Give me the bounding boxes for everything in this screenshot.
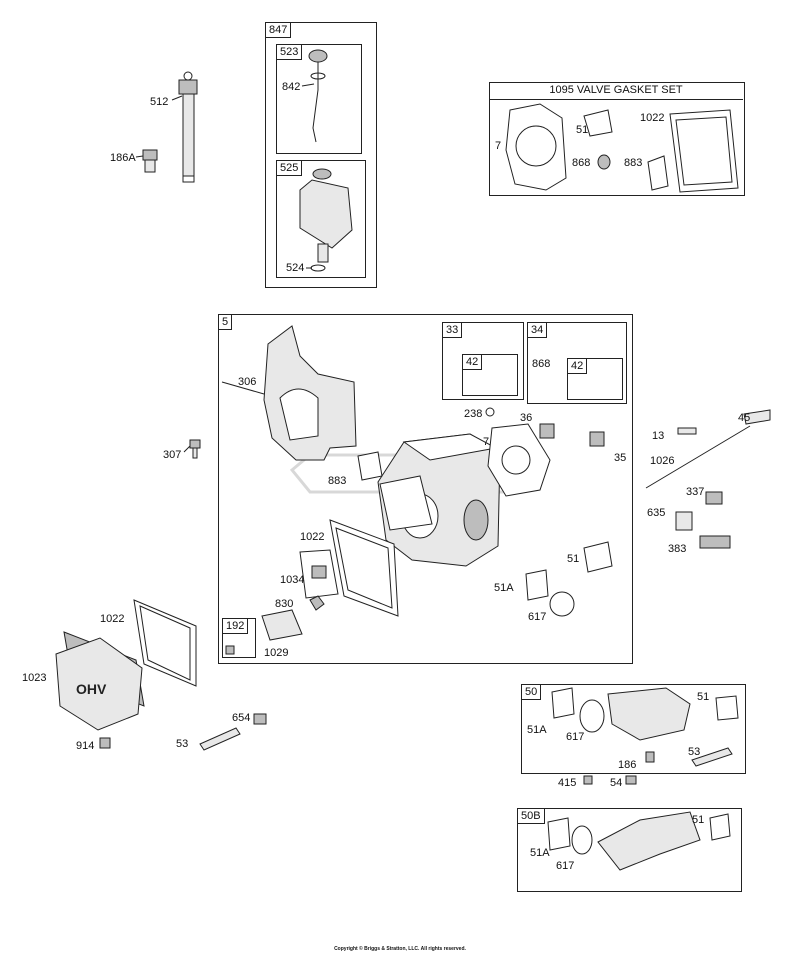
group-847-tag: 847 (265, 22, 292, 38)
label-1023: 1023 (22, 672, 47, 684)
label-186a: 186A (110, 152, 136, 164)
cylinder-head-part (377, 433, 501, 567)
label-1022: 1022 (300, 531, 325, 543)
label-cover-gasket-1022: 1022 (100, 613, 125, 625)
intake-manifold-50-parts (551, 687, 739, 785)
label-883: 883 (328, 475, 347, 487)
label-51: 51 (567, 553, 580, 565)
bolt-part (189, 439, 201, 459)
label-868: 868 (532, 358, 551, 370)
label-306: 306 (238, 376, 257, 388)
dipstick-part (308, 49, 328, 143)
group-525-tag: 525 (276, 160, 303, 176)
label-13: 13 (652, 430, 665, 442)
air-guide-part (263, 325, 357, 461)
cover-gasket-part (329, 519, 399, 617)
breather-parts (225, 549, 339, 655)
label-830: 830 (275, 598, 294, 610)
label-35: 35 (614, 452, 627, 464)
label-vgs-883: 883 (624, 157, 643, 169)
valve-train-parts (645, 409, 771, 549)
group-1095-title: 1095 VALVE GASKET SET (489, 83, 743, 100)
label-7: 7 (483, 436, 490, 448)
group-1095-box (489, 82, 745, 196)
label-45: 45 (738, 412, 751, 424)
dipstick-tube-part (178, 71, 198, 183)
group-42a-box (462, 354, 518, 396)
label-1034: 1034 (280, 574, 305, 586)
label-vgs-1022: 1022 (640, 112, 665, 124)
fitting-part (142, 149, 158, 173)
oil-fill-part (299, 168, 353, 272)
label-415: 415 (558, 777, 577, 789)
group-34-box (527, 322, 627, 404)
label-238: 238 (464, 408, 483, 420)
label-307: 307 (163, 449, 182, 461)
valve-cover-parts: OHV (55, 599, 267, 751)
group-33-tag: 33 (442, 322, 463, 338)
label-50b-617: 617 (556, 860, 575, 872)
group-34-tag: 34 (527, 322, 548, 338)
label-50-51: 51 (697, 691, 710, 703)
valve-gasket-set-parts (505, 103, 739, 193)
label-635: 635 (647, 507, 666, 519)
group-5-box (218, 314, 633, 664)
label-617: 617 (528, 611, 547, 623)
group-5-tag: 5 (218, 314, 233, 330)
label-vgs-7: 7 (495, 140, 502, 152)
head-small-parts (357, 407, 605, 497)
label-654: 654 (232, 712, 251, 724)
group-42a-tag: 42 (462, 354, 483, 370)
group-847-box (265, 22, 377, 288)
group-50-tag: 50 (521, 684, 542, 700)
label-1026: 1026 (650, 455, 675, 467)
group-523-box (276, 44, 362, 154)
label-vgs-868: 868 (572, 157, 591, 169)
group-50-box (521, 684, 746, 774)
group-50b-tag: 50B (517, 808, 545, 824)
group-42b-box (567, 358, 623, 400)
group-42b-tag: 42 (567, 358, 588, 374)
group-523-tag: 523 (276, 44, 303, 60)
label-842: 842 (282, 81, 301, 93)
label-51a: 51A (494, 582, 514, 594)
intake-gasket-parts-g5 (525, 541, 613, 617)
label-337: 337 (686, 486, 705, 498)
label-50b-51a: 51A (530, 847, 550, 859)
copyright-footer: Copyright © Briggs & Stratton, LLC. All … (334, 946, 466, 952)
label-50-617: 617 (566, 731, 585, 743)
label-50b-51: 51 (692, 814, 705, 826)
label-vgs-51: 51 (576, 124, 589, 136)
intake-manifold-50b-parts (547, 811, 731, 871)
group-33-box (442, 322, 524, 400)
label-1029: 1029 (264, 647, 289, 659)
label-53: 53 (176, 738, 189, 750)
group-50b-box (517, 808, 742, 892)
label-914: 914 (76, 740, 95, 752)
group-192-tag: 192 (222, 618, 249, 634)
label-50-51a: 51A (527, 724, 547, 736)
group-525-box (276, 160, 366, 278)
label-512: 512 (150, 96, 169, 108)
label-36: 36 (520, 412, 533, 424)
cover-logo-text: OHV (76, 681, 107, 697)
label-54: 54 (610, 777, 623, 789)
label-50-53: 53 (688, 746, 701, 758)
leader-lines (135, 83, 315, 453)
label-524: 524 (286, 262, 305, 274)
label-50-186: 186 (618, 759, 637, 771)
label-383: 383 (668, 543, 687, 555)
